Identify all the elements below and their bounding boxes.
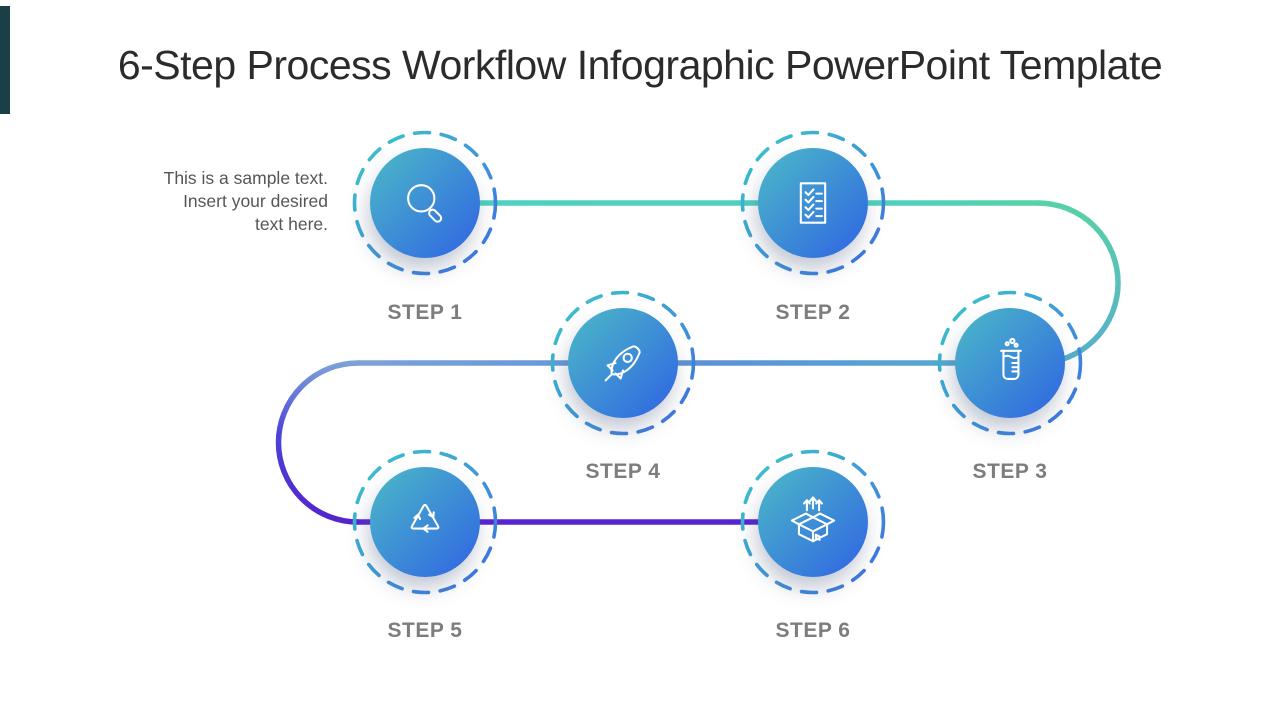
step-6-dashed-ring — [740, 449, 886, 595]
step-6-circle — [758, 467, 868, 577]
step-1-node — [349, 127, 501, 279]
sample-text-line: This is a sample text. — [163, 168, 328, 188]
step-2-node — [737, 127, 889, 279]
step-1-dashed-ring — [352, 130, 498, 276]
step-5-dashed-ring — [352, 449, 498, 595]
step-2-circle — [758, 148, 868, 258]
step-6-label: STEP 6 — [775, 619, 851, 642]
step-3-dashed-ring — [937, 290, 1083, 436]
step-1-circle — [370, 148, 480, 258]
step-2-label: STEP 2 — [775, 301, 851, 324]
step-3-node — [934, 287, 1086, 439]
step-5-node — [349, 446, 501, 598]
step-3-label: STEP 3 — [972, 460, 1048, 483]
step-2-dashed-ring — [740, 130, 886, 276]
left-accent-bar — [0, 6, 10, 114]
step-3-circle — [955, 308, 1065, 418]
rocket-icon — [604, 345, 641, 382]
magnifier-icon — [407, 184, 443, 223]
step-1-label: STEP 1 — [387, 301, 463, 324]
beaker-icon — [1000, 337, 1022, 380]
step-4-circle — [568, 308, 678, 418]
open-box-icon — [790, 496, 836, 543]
checklist-icon — [799, 182, 827, 224]
step-4-dashed-ring — [550, 290, 696, 436]
sample-text-block: This is a sample text. Insert your desir… — [8, 167, 328, 236]
step-5-circle — [370, 467, 480, 577]
sample-text-line: text here. — [255, 214, 328, 234]
recycle-icon — [410, 503, 440, 533]
sample-text-line: Insert your desired — [183, 191, 328, 211]
step-6-node — [737, 446, 889, 598]
slide-title: 6-Step Process Workflow Infographic Powe… — [117, 42, 1163, 88]
step-4-label: STEP 4 — [585, 460, 661, 483]
step-4-node — [547, 287, 699, 439]
step-5-label: STEP 5 — [387, 619, 463, 642]
